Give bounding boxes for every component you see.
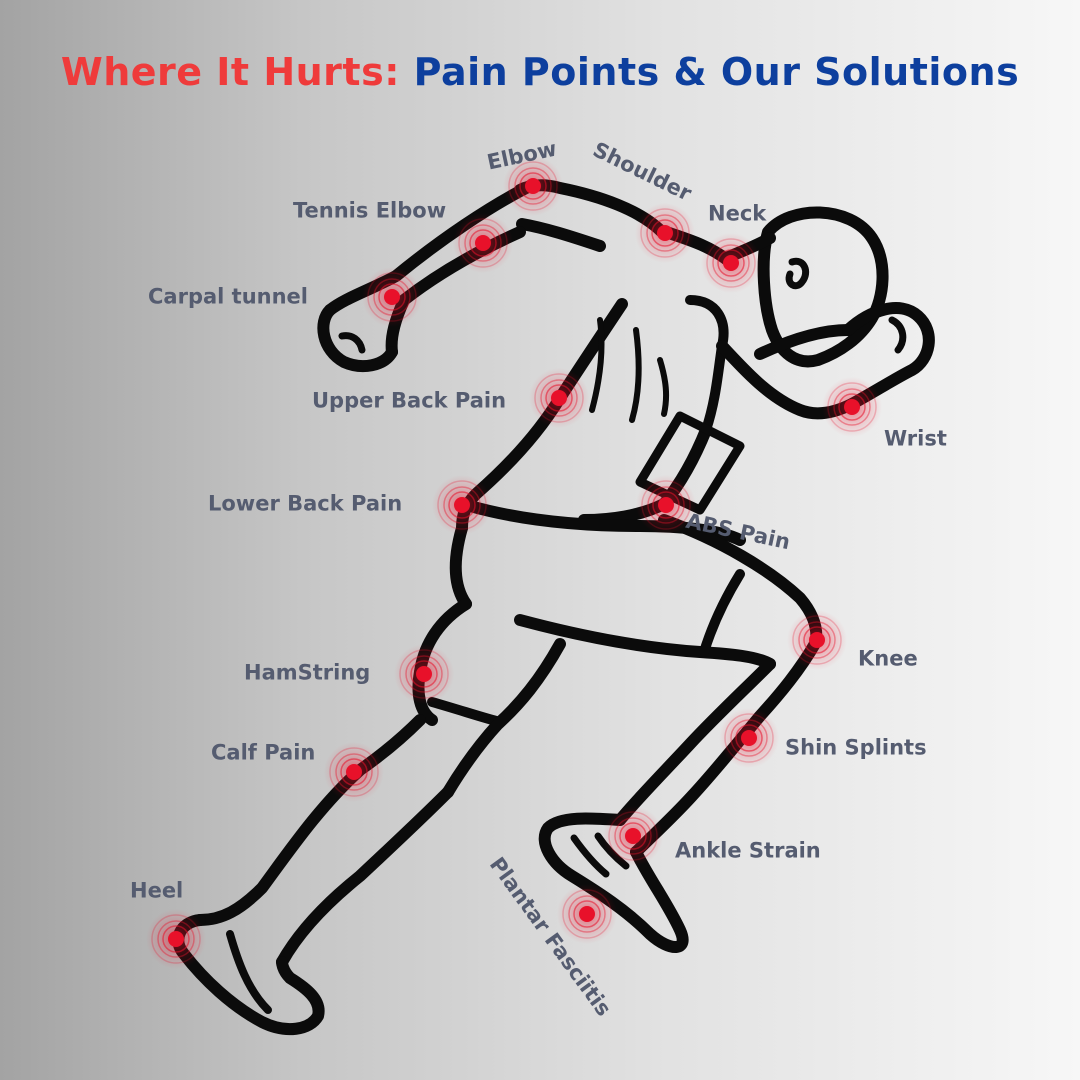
rear-calf	[194, 714, 426, 926]
pain-label-calf-pain: Calf Pain	[211, 740, 316, 765]
pain-label-heel: Heel	[130, 878, 184, 903]
rear-shoe-sole	[226, 930, 272, 1014]
pain-marker-carpal-tunnel	[362, 267, 422, 327]
front-shoe	[538, 812, 689, 953]
front-shin-back	[614, 658, 776, 826]
pain-label-wrist: Wrist	[884, 426, 947, 451]
rear-shin	[276, 786, 454, 968]
rear-fist	[317, 304, 398, 373]
rear-upper-arm-bottom	[516, 218, 606, 252]
pain-marker-plantar-fasciitis	[557, 884, 617, 944]
front-fist	[842, 302, 935, 410]
rear-fist-fingers	[338, 332, 366, 354]
pain-label-ankle-strain: Ankle Strain	[675, 838, 821, 863]
title-highlight: Where It Hurts:	[60, 50, 400, 94]
page-title: Where It Hurts: Pain Points & Our Soluti…	[0, 50, 1080, 94]
shorts-pocket	[635, 411, 745, 515]
pain-label-tennis-elbow: Tennis Elbow	[293, 198, 447, 223]
shorts-hem	[699, 569, 745, 657]
head-outline	[757, 206, 889, 368]
waistband	[464, 500, 746, 546]
pain-label-neck: Neck	[708, 201, 767, 226]
pain-marker-knee	[787, 610, 847, 670]
pain-marker-abs-pain	[636, 475, 696, 535]
pain-marker-shin-splints	[719, 708, 779, 768]
pain-marker-wrist	[822, 377, 882, 437]
front-fist-fingers	[888, 316, 907, 354]
rear-thigh-front	[442, 638, 566, 798]
pain-marker-ankle-strain	[603, 806, 663, 866]
lower-back-outline	[449, 522, 472, 610]
title-main: Pain Points & Our Solutions	[413, 50, 1020, 94]
pain-marker-shoulder	[635, 203, 695, 263]
pain-label-hamstring: HamString	[244, 660, 371, 685]
pain-marker-upper-back-pain	[529, 368, 589, 428]
front-thigh-bottom	[514, 614, 776, 670]
ear	[785, 257, 810, 290]
pain-markers	[146, 156, 882, 969]
chest-outline	[685, 295, 729, 435]
torso-muscle-lines	[589, 317, 670, 423]
pain-label-carpal-tunnel: Carpal tunnel	[148, 284, 308, 309]
pain-marker-neck	[701, 233, 761, 293]
pain-label-shin-splints: Shin Splints	[785, 735, 927, 760]
pain-marker-heel	[146, 909, 206, 969]
pain-marker-elbow	[503, 156, 563, 216]
pain-label-knee: Knee	[858, 646, 918, 671]
rear-forearm-top	[324, 180, 536, 316]
pain-marker-lower-back-pain	[432, 475, 492, 535]
rear-shorts-hem	[427, 697, 505, 727]
pain-marker-calf-pain	[324, 742, 384, 802]
front-arm-lower	[754, 324, 854, 360]
pain-marker-tennis-elbow	[453, 213, 513, 273]
pain-label-lower-back-pain: Lower Back Pain	[208, 491, 403, 516]
pain-label-upper-back-pain: Upper Back Pain	[312, 388, 507, 413]
pain-marker-hamstring	[394, 644, 454, 704]
